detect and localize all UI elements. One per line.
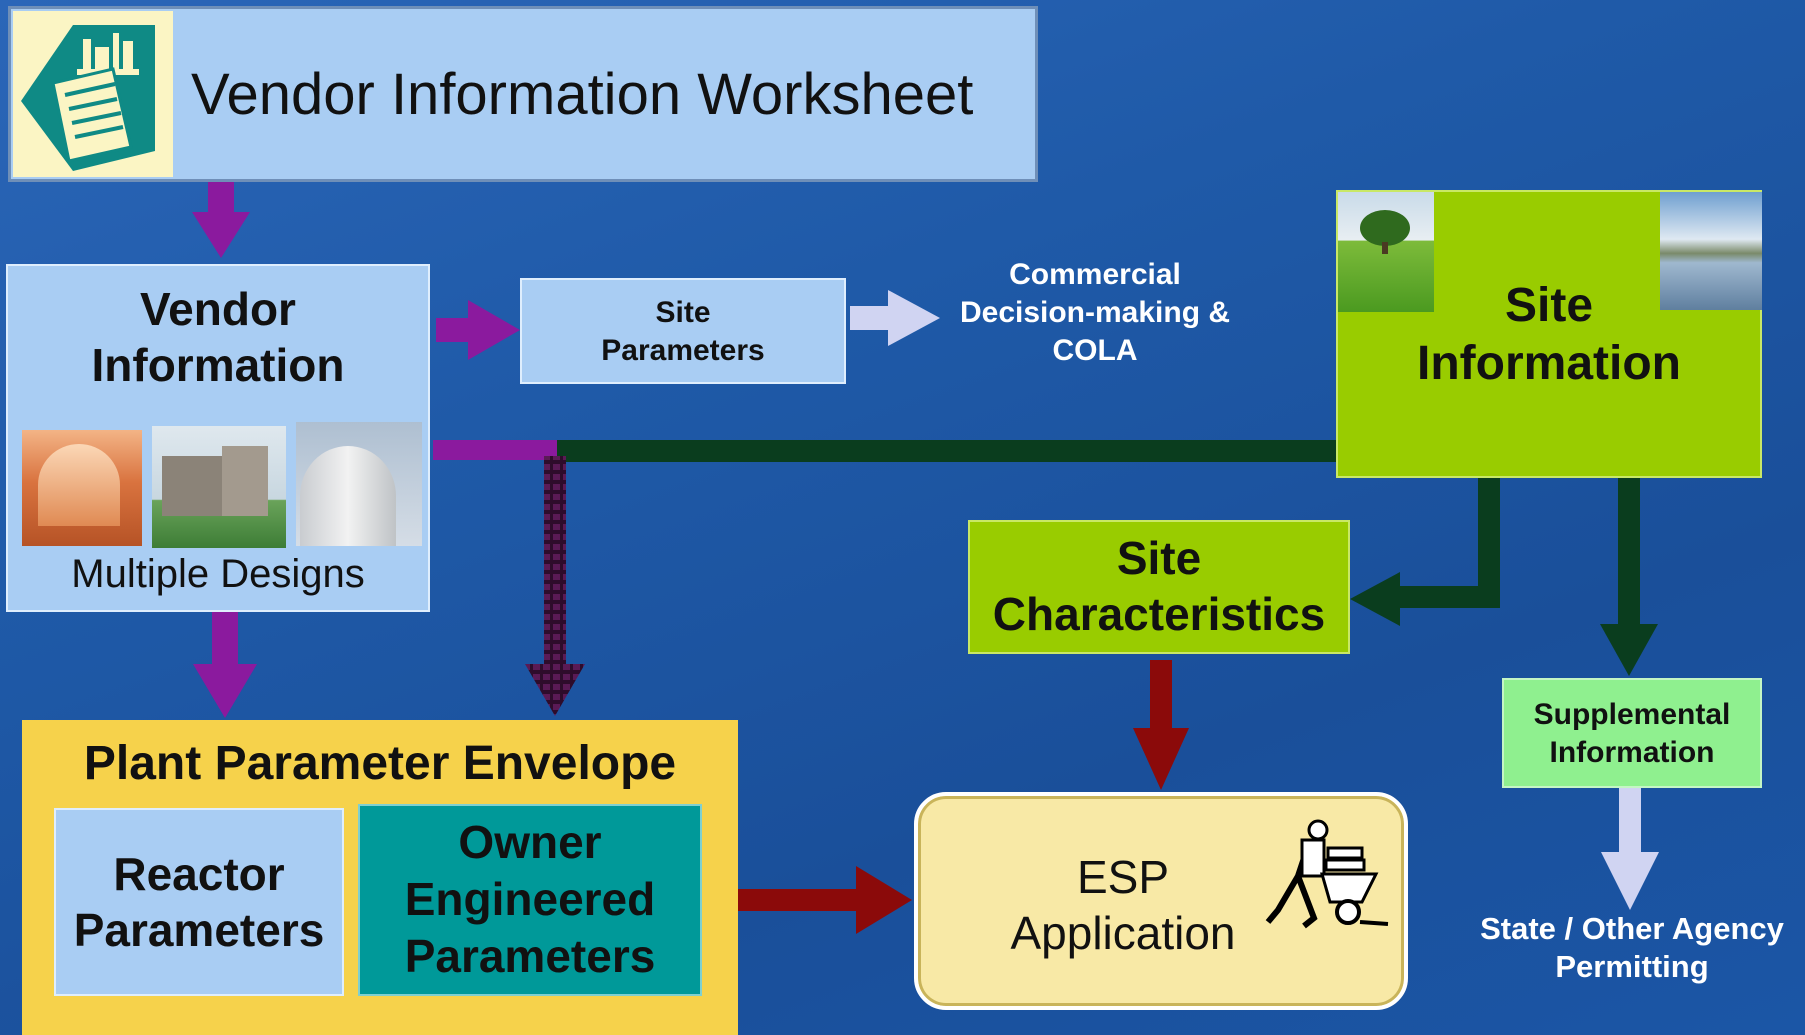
arrow-site-char-to-esp (1133, 660, 1189, 790)
reactor-dome-photo (22, 430, 142, 546)
esp-application-box: ESP Application (914, 792, 1408, 1010)
commercial-line-2: Decision-making & (959, 296, 1231, 329)
esp-line-2: Application (1010, 907, 1236, 959)
site-information-box: Site Information (1336, 190, 1762, 478)
commercial-line-1: Commercial (1009, 258, 1181, 291)
site-parameters-box: Site Parameters (520, 278, 846, 384)
line-vendor-horizontal (433, 440, 557, 460)
site-char-line-1: Site (1116, 532, 1202, 584)
owner-engineered-parameters-box: Owner Engineered Parameters (358, 804, 702, 996)
commercial-line-3: COLA (1052, 334, 1138, 367)
owner-line-1: Owner (458, 816, 602, 868)
state-agency-permitting-text: State / Other Agency Permitting (1462, 910, 1802, 986)
vendor-information-box: Vendor Information Multiple Designs (6, 264, 430, 612)
worksheet-logo-icon (13, 11, 173, 177)
vendor-info-caption: Multiple Designs (71, 552, 365, 596)
arrow-site-info-to-site-char (1350, 478, 1500, 626)
site-char-line-2: Characteristics (992, 588, 1326, 640)
arrow-site-params-to-commercial (850, 290, 940, 346)
site-characteristics-box: Site Characteristics (968, 520, 1350, 654)
person-wheelbarrow-icon (1264, 818, 1390, 930)
arrow-ppe-to-esp (738, 866, 912, 934)
title-bar: Vendor Information Worksheet (8, 6, 1038, 182)
arrow-site-info-to-supplemental (1600, 478, 1658, 676)
owner-line-3: Parameters (404, 930, 656, 982)
reactor-line-2: Parameters (73, 904, 325, 956)
state-agency-line-1: State / Other Agency (1480, 911, 1784, 946)
reactor-parameters-box: Reactor Parameters (54, 808, 344, 996)
site-info-title-1: Site (1504, 279, 1594, 332)
supplemental-information-box: Supplemental Information (1502, 678, 1762, 788)
site-params-line-2: Parameters (601, 334, 765, 367)
site-params-line-1: Site (655, 296, 711, 329)
commercial-decision-text: Commercial Decision-making & COLA (940, 256, 1250, 370)
containment-dome-photo (296, 422, 422, 546)
ppe-title: Plant Parameter Envelope (83, 737, 677, 790)
line-site-info-to-vendor (555, 440, 1340, 462)
arrow-title-to-vendor (192, 180, 250, 258)
site-info-title-2: Information (1417, 337, 1681, 390)
arrow-supplemental-to-state (1601, 788, 1659, 910)
tree-field-photo (1338, 192, 1434, 312)
owner-line-2: Engineered (404, 873, 656, 925)
plant-building-photo (152, 426, 286, 548)
esp-line-1: ESP (1076, 851, 1170, 903)
state-agency-line-2: Permitting (1555, 949, 1709, 984)
supplemental-line-1: Supplemental (1533, 698, 1731, 731)
reactor-line-1: Reactor (113, 848, 285, 900)
arrow-vendor-to-ppe (193, 612, 257, 718)
arrow-merge-to-ppe (525, 456, 585, 716)
river-landscape-photo (1660, 192, 1762, 310)
arrow-vendor-to-site-params (436, 300, 520, 360)
vendor-info-title-1: Vendor (140, 283, 296, 335)
supplemental-line-2: Information (1549, 736, 1715, 769)
page-title: Vendor Information Worksheet (191, 62, 974, 127)
vendor-info-title-2: Information (91, 339, 345, 391)
plant-parameter-envelope-box: Plant Parameter Envelope Reactor Paramet… (22, 720, 738, 1035)
